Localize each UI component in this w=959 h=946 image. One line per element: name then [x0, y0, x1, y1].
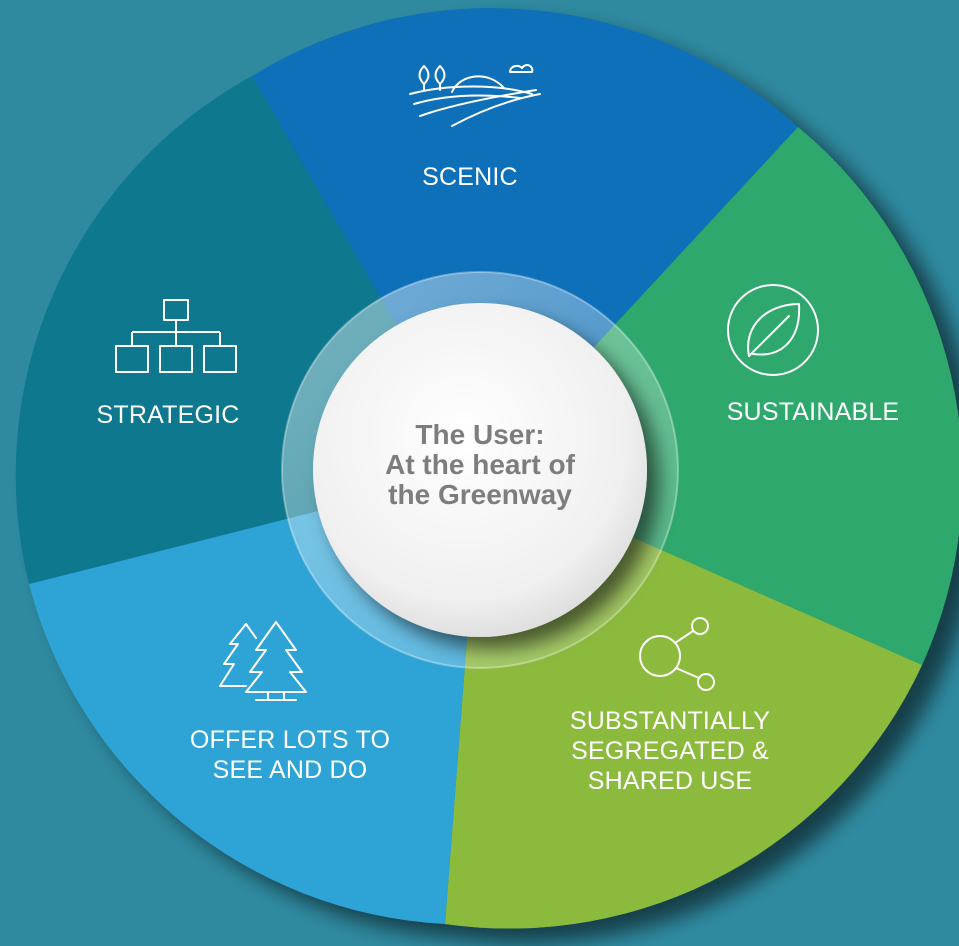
- offer-lots-line-1: OFFER LOTS TO: [189, 726, 391, 754]
- hub-title: The User: At the heart of the Greenway: [330, 420, 630, 510]
- segment-label-shared-use: SUBSTANTIALLY SEGREGATED & SHARED USE: [555, 706, 785, 796]
- hub-title-line-3: the Greenway: [388, 479, 572, 510]
- hub-circle: [313, 303, 647, 637]
- shared-use-line-3: SHARED USE: [587, 767, 753, 795]
- org-chart-icon: [115, 299, 237, 373]
- landscape-icon: [409, 64, 541, 127]
- segment-scenic: [252, 8, 798, 471]
- hub-title-line-2: At the heart of: [385, 449, 575, 480]
- segment-label-sustainable: SUSTAINABLE: [726, 398, 900, 426]
- leaf-icon: [727, 284, 819, 376]
- segment-label-scenic: SCENIC: [422, 163, 518, 191]
- share-nodes-icon: [639, 617, 715, 691]
- shared-use-line-2: SEGREGATED &: [571, 737, 769, 765]
- segment-label-strategic: STRATEGIC: [96, 401, 240, 429]
- shared-use-line-1: SUBSTANTIALLY: [569, 707, 771, 735]
- offer-lots-line-2: SEE AND DO: [212, 756, 368, 784]
- trees-icon: [219, 621, 307, 701]
- segment-label-offer-lots: OFFER LOTS TO SEE AND DO: [170, 725, 410, 785]
- hub-title-line-1: The User:: [415, 419, 545, 450]
- segment-sustainable: [480, 127, 959, 665]
